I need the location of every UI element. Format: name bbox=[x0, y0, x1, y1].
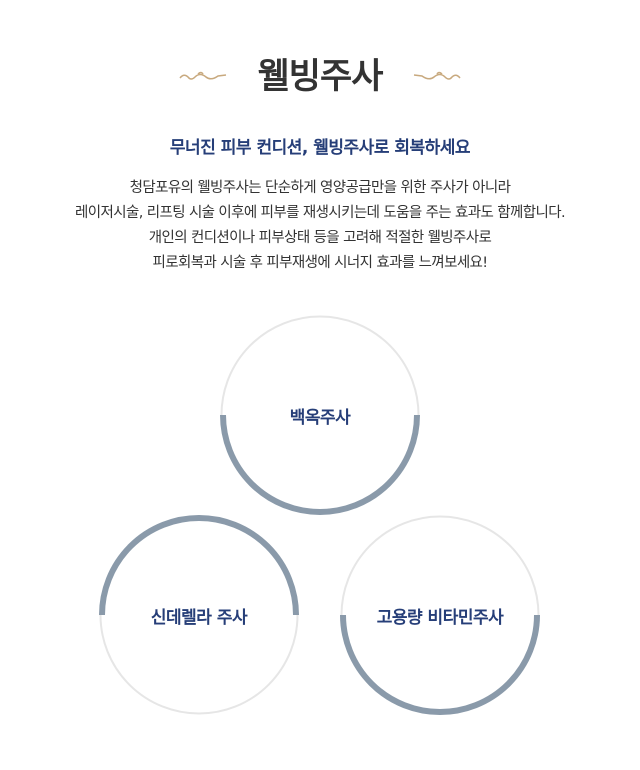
left-ornament-icon bbox=[179, 71, 227, 80]
description-line: 피로회복과 시술 후 피부재생에 시너지 효과를 느껴보세요! bbox=[152, 255, 488, 271]
item-label[interactable]: 백옥주사 bbox=[289, 408, 351, 428]
subtitle: 무너진 피부 컨디션, 웰빙주사로 회복하세요 bbox=[169, 138, 471, 158]
page-title: 웰빙주사 bbox=[257, 57, 384, 97]
circle-ring-icon bbox=[99, 515, 299, 715]
description-line: 청담포유의 웰빙주사는 단순하게 영양공급만을 위한 주사가 아니라 bbox=[129, 180, 511, 196]
item-label[interactable]: 고용량 비타민주사 bbox=[376, 608, 504, 628]
item-vitamin[interactable]: 고용량 비타민주사 bbox=[340, 515, 540, 715]
circle-ring-icon bbox=[340, 515, 540, 715]
circle-ring-icon bbox=[220, 315, 420, 515]
item-cinderella[interactable]: 신데렐라 주사 bbox=[99, 515, 299, 715]
description-line: 레이저시술, 리프팅 시술 이후에 피부를 재생시키는데 도움을 주는 효과도 … bbox=[75, 205, 566, 221]
item-baekok[interactable]: 백옥주사 bbox=[220, 315, 420, 515]
item-label[interactable]: 신데렐라 주사 bbox=[150, 608, 248, 628]
description: 청담포유의 웰빙주사는 단순하게 영양공급만을 위한 주사가 아니라 레이저시술… bbox=[0, 176, 640, 276]
description-line: 개인의 컨디션이나 피부상태 등을 고려해 적절한 웰빙주사로 bbox=[148, 230, 492, 246]
section-header: 웰빙주사 bbox=[0, 52, 640, 102]
right-ornament-icon bbox=[413, 71, 461, 80]
